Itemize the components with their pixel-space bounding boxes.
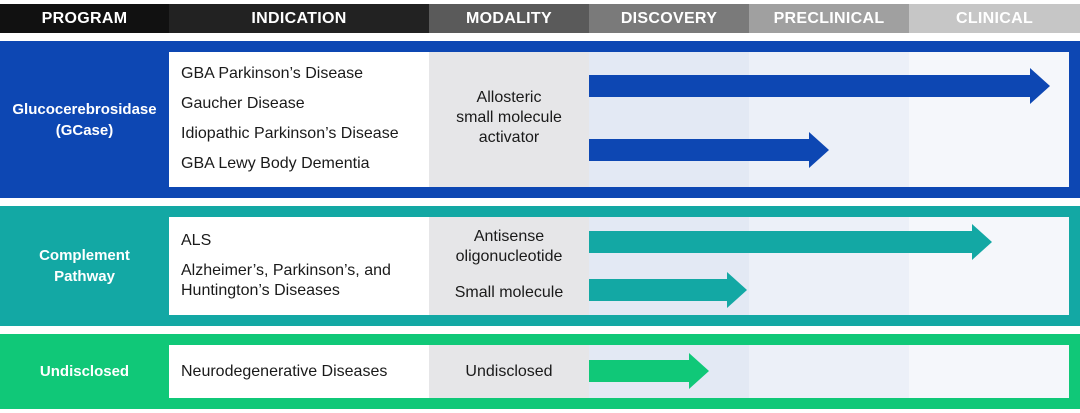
preclinical-column (749, 345, 909, 398)
program-name-line1: Glucocerebrosidase (12, 100, 157, 118)
indication-column (169, 345, 429, 398)
program-band-complement: Complement Pathway ALS Alzheimer’s, Park… (0, 206, 1080, 326)
header-clinical: CLINICAL (909, 4, 1080, 33)
arrow-shape (589, 353, 709, 389)
modality-line: small molecule (456, 109, 562, 126)
arrow-polygon (589, 224, 992, 260)
indication-item: ALS (181, 232, 212, 249)
header-indication: INDICATION (169, 4, 429, 33)
program-label: Complement Pathway (0, 206, 169, 326)
program-name-line1: Undisclosed (39, 363, 130, 380)
program-label: Undisclosed (0, 334, 169, 409)
indication-item: Gaucher Disease (181, 95, 305, 112)
program-label: Glucocerebrosidase (GCase) (0, 41, 169, 198)
modality-text: Undisclosed (465, 363, 553, 380)
modality-text: Small molecule (454, 284, 564, 301)
indication-item: Alzheimer’s, Parkinson’s, and (181, 262, 391, 279)
header-program: PROGRAM (0, 4, 169, 33)
progress-arrow (589, 272, 747, 308)
clinical-column (909, 52, 1069, 187)
program-name-line2: (GCase) (55, 121, 114, 139)
indication-column (169, 52, 429, 187)
program-band-undisclosed: Undisclosed Neurodegenerative Diseases U… (0, 334, 1080, 409)
header-modality: MODALITY (429, 4, 589, 33)
modality-text: Antisense oligonucleotide (429, 227, 589, 267)
progress-arrow (589, 132, 829, 168)
modality-column (429, 345, 589, 398)
header-discovery: DISCOVERY (589, 4, 749, 33)
indication-item: Huntington’s Diseases (181, 282, 340, 299)
header-preclinical: PRECLINICAL (749, 4, 909, 33)
pipeline-header: PROGRAM INDICATION MODALITY DISCOVERY PR… (0, 4, 1080, 33)
modality-line: Allosteric (476, 89, 542, 106)
modality-line: Antisense (473, 228, 545, 245)
program-inner: ALS Alzheimer’s, Parkinson’s, and Huntin… (169, 217, 1069, 315)
arrow-shape (589, 272, 747, 308)
modality-column (429, 52, 589, 187)
indication-column (169, 217, 429, 315)
program-name-line2: Pathway (54, 268, 115, 285)
modality-text: Allosteric small molecule activator (429, 88, 589, 148)
arrow-polygon (589, 68, 1050, 104)
arrow-shape (589, 68, 1050, 104)
clinical-column (909, 345, 1069, 398)
progress-arrow (589, 68, 1050, 104)
progress-arrow (589, 224, 992, 260)
indication-item: GBA Lewy Body Dementia (181, 155, 370, 172)
modality-column (429, 217, 589, 315)
arrow-shape (589, 224, 992, 260)
arrow-polygon (589, 272, 747, 308)
indication-item: GBA Parkinson’s Disease (181, 65, 364, 82)
indication-item: Idiopathic Parkinson’s Disease (181, 125, 399, 142)
program-band-gcase: Glucocerebrosidase (GCase) GBA Parkinson… (0, 41, 1080, 198)
program-name-line1: Complement (39, 247, 130, 264)
modality-line: oligonucleotide (455, 248, 563, 265)
program-inner: GBA Parkinson’s Disease Gaucher Disease … (169, 52, 1069, 187)
arrow-polygon (589, 353, 709, 389)
progress-arrow (589, 353, 709, 389)
discovery-column (589, 52, 749, 187)
indication-item: Neurodegenerative Diseases (181, 363, 388, 380)
modality-line: activator (478, 129, 540, 146)
program-inner: Neurodegenerative Diseases Undisclosed (169, 345, 1069, 398)
arrow-polygon (589, 132, 829, 168)
arrow-shape (589, 132, 829, 168)
preclinical-column (749, 52, 909, 187)
